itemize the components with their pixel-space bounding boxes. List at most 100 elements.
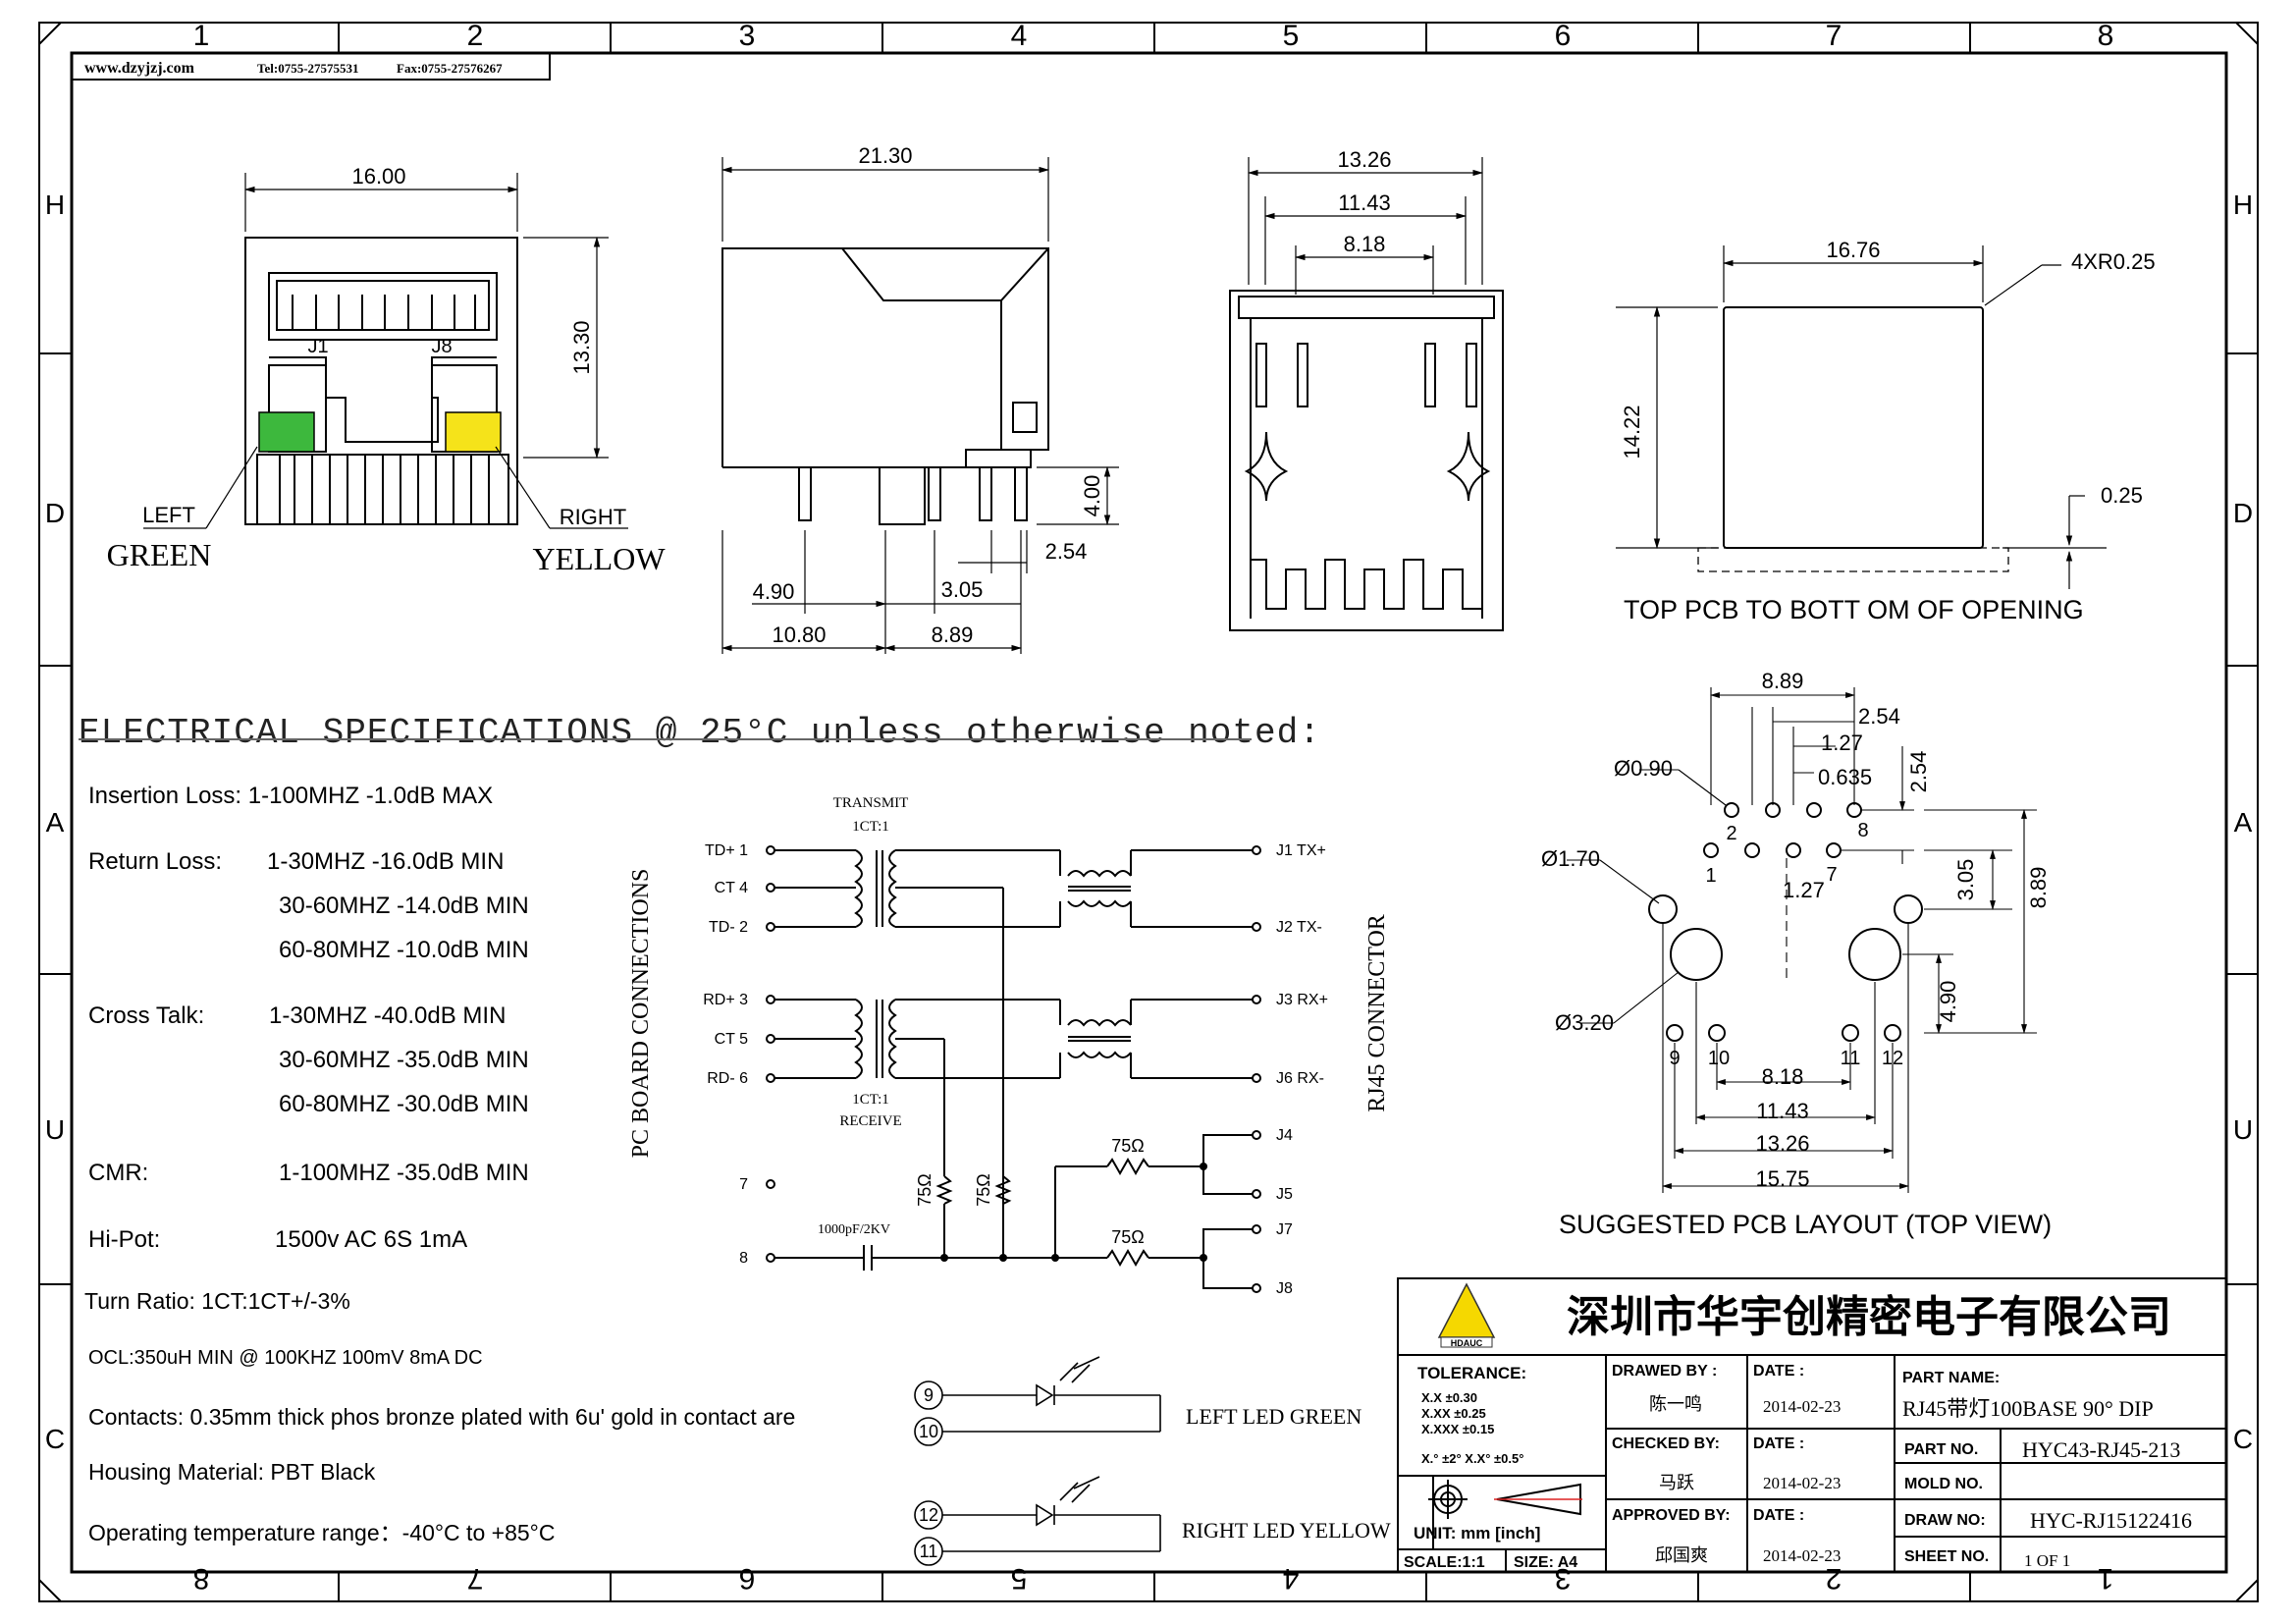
grid-row-h-right: H (2233, 189, 2253, 220)
pcb-layout-caption: SUGGESTED PCB LAYOUT (TOP VIEW) (1559, 1210, 2052, 1239)
grid-col-bottom-1: 1 (2098, 1562, 2114, 1595)
grid-ticks (39, 23, 2258, 1601)
schematic-rj45-label: RJ45 CONNECTOR (1364, 914, 1390, 1112)
front-view (244, 237, 518, 525)
front-height-dim: 13.30 (569, 320, 594, 374)
spec-housing: Housing Material: PBT Black (88, 1459, 376, 1485)
inner-border (70, 51, 2228, 1574)
led-pin-10: 10 (919, 1422, 938, 1441)
tb-mold-no-label: MOLD NO. (1904, 1476, 1983, 1492)
tb-tol-angle: X.° ±2° X.X° ±0.5° (1421, 1451, 1523, 1466)
logo-text: HDAUC (1451, 1338, 1483, 1348)
tb-part-no-label: PART NO. (1904, 1441, 1978, 1458)
pcb-dim-254-side: 2.54 (1906, 751, 1931, 793)
specs-title: ELECTRICAL SPECIFICATIONS @ 25°C unless … (79, 713, 1321, 753)
rear-dim-818: 8.18 (1344, 232, 1386, 256)
grid-col-7: 7 (1826, 20, 1842, 52)
spec-return-loss-1: 1-30MHZ -16.0dB MIN (267, 848, 505, 875)
schematic-receive: RECEIVE (839, 1113, 901, 1129)
tb-sheet-no-label: SHEET NO. (1904, 1548, 1989, 1565)
tb-checked-by: 马跃 (1659, 1473, 1694, 1492)
grid-col-bottom-4: 4 (1283, 1562, 1300, 1595)
grid-row-h-left: H (45, 189, 65, 220)
grid-col-bottom-3: 3 (1555, 1562, 1572, 1595)
jack-j6: J6 RX- (1276, 1070, 1324, 1087)
side-pin-height: 4.00 (1080, 475, 1104, 517)
corner-arrow-bl (38, 1577, 64, 1602)
specs-title-underline (79, 738, 1252, 740)
front-width-dim: 16.00 (351, 164, 405, 189)
top-height-dim: 14.22 (1620, 405, 1644, 459)
tb-date-1: 2014-02-23 (1763, 1397, 1841, 1416)
top-radius-note: 4XR0.25 (2071, 249, 2156, 274)
spec-hipot-value: 1500v AC 6S 1mA (275, 1226, 468, 1253)
res-75-a: 75Ω (915, 1173, 934, 1206)
top-view (1697, 306, 2009, 572)
front-pin-j1: J1 (307, 336, 328, 357)
side-dim-889: 8.89 (932, 623, 974, 647)
grid-col-8: 8 (2098, 20, 2114, 52)
spec-return-loss-label: Return Loss: (88, 848, 223, 875)
tb-tol-x: X.X ±0.30 (1421, 1390, 1477, 1405)
spec-hipot-label: Hi-Pot: (88, 1226, 161, 1253)
spec-insertion-loss: Insertion Loss: 1-100MHZ -1.0dB MAX (88, 783, 494, 809)
led-schematic (914, 1356, 1161, 1566)
pcb-hole-090: Ø0.90 (1614, 756, 1673, 781)
jack-j1: J1 TX+ (1276, 842, 1326, 859)
pcb-dim-127-a: 1.27 (1821, 731, 1863, 755)
tb-part-name: RJ45带灯100BASE 90° DIP (1902, 1396, 2154, 1421)
led-pin-12: 12 (919, 1505, 938, 1525)
side-dim-254: 2.54 (1045, 539, 1088, 564)
grid-row-c-left: C (45, 1424, 65, 1454)
pcb-layout (1648, 802, 1923, 1042)
led-right-label: RIGHT LED YELLOW (1182, 1518, 1391, 1543)
grid-row-u-left: U (45, 1114, 65, 1145)
jack-j5: J5 (1276, 1186, 1293, 1203)
pcb-pin-1: 1 (1705, 865, 1716, 887)
grid-row-u-right: U (2233, 1114, 2253, 1145)
pcb-dim-889-side: 8.89 (2026, 867, 2051, 909)
spec-ocl: OCL:350uH MIN @ 100KHZ 100mV 8mA DC (88, 1347, 483, 1369)
outer-border (38, 22, 2259, 1602)
front-right-color: YELLOW (532, 541, 666, 576)
tb-part-name-label: PART NAME: (1902, 1370, 2000, 1386)
grid-col-1: 1 (193, 20, 210, 52)
grid-col-5: 5 (1283, 20, 1300, 52)
front-left-color: GREEN (107, 537, 212, 572)
pcb-dim-490: 4.90 (1936, 981, 1960, 1023)
pin-ct4: CT 4 (715, 880, 748, 896)
tb-size: SIZE: A4 (1514, 1554, 1577, 1571)
spec-cmr-label: CMR: (88, 1160, 149, 1186)
side-dim-490: 4.90 (753, 579, 795, 604)
tb-date-3: 2014-02-23 (1763, 1546, 1841, 1565)
grid-col-bottom-8: 8 (193, 1562, 210, 1595)
company-name: 深圳市华宇创精密电子有限公司 (1567, 1293, 2171, 1341)
pin-8: 8 (739, 1250, 748, 1267)
grid-row-a-right: A (2234, 807, 2253, 838)
tb-date-2: 2014-02-23 (1763, 1474, 1841, 1492)
top-view-caption: TOP PCB TO BOTT OM OF OPENING (1624, 595, 2084, 624)
rear-view (1229, 290, 1504, 631)
header-fax: Fax:0755-27576267 (397, 61, 503, 76)
spec-contacts: Contacts: 0.35mm thick phos bronze plate… (88, 1404, 796, 1430)
grid-col-bottom-7: 7 (467, 1562, 484, 1595)
jack-j2: J2 TX- (1276, 919, 1322, 936)
pcb-dim-1143: 11.43 (1756, 1099, 1808, 1123)
spec-cmr-value: 1-100MHZ -35.0dB MIN (279, 1160, 529, 1186)
pcb-pin-9: 9 (1669, 1048, 1680, 1069)
pcb-pin-2: 2 (1726, 823, 1736, 844)
led-pin-9: 9 (924, 1385, 934, 1405)
grid-col-3: 3 (739, 20, 756, 52)
tb-checked-by-label: CHECKED BY: (1612, 1435, 1720, 1452)
header-box (71, 52, 551, 81)
pin-rd-minus: RD- 6 (707, 1070, 748, 1087)
company-logo: HDAUC (1437, 1282, 1496, 1348)
tb-tol-xxx: X.XXX ±0.15 (1421, 1422, 1494, 1436)
grid-col-bottom-6: 6 (739, 1562, 756, 1595)
pcb-dim-818: 8.18 (1762, 1064, 1804, 1089)
pin-td-minus: TD- 2 (709, 919, 748, 936)
spec-cross-talk-label: Cross Talk: (88, 1002, 205, 1029)
tb-draw-no: HYC-RJ15122416 (2030, 1508, 2192, 1533)
spec-cross-talk-1: 1-30MHZ -40.0dB MIN (269, 1002, 507, 1029)
